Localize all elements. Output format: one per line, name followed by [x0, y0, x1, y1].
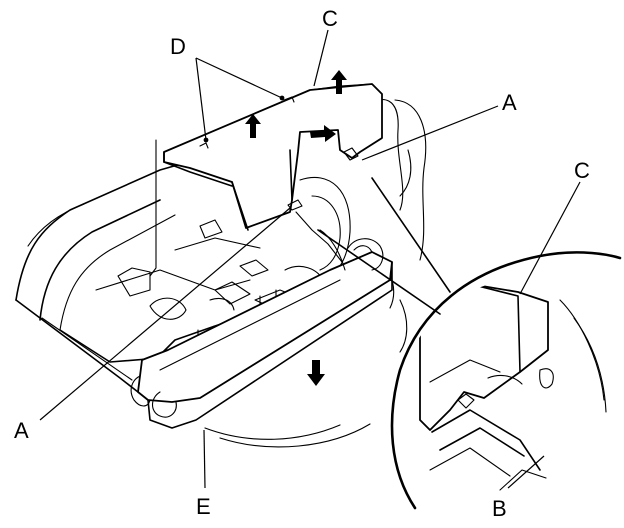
- label-c-right: C: [574, 158, 590, 183]
- removal-arrows: [245, 70, 347, 386]
- up-arrow-icon: [245, 114, 261, 138]
- right-arrow-icon: [310, 125, 336, 142]
- label-c-top: C: [322, 6, 338, 31]
- label-d-top: D: [170, 34, 186, 59]
- detail-zoom-circle: [390, 251, 622, 510]
- up-arrow-icon: [331, 70, 347, 94]
- down-arrow-icon: [307, 360, 325, 386]
- front-trim-panel-e: [130, 211, 393, 429]
- leader-lines: [39, 29, 581, 489]
- label-e-bottom: E: [196, 494, 211, 519]
- callout-labels: C D A C A E B: [14, 6, 590, 521]
- label-a-right: A: [502, 90, 517, 115]
- label-b-bottom: B: [492, 496, 507, 521]
- label-a-left: A: [14, 418, 29, 443]
